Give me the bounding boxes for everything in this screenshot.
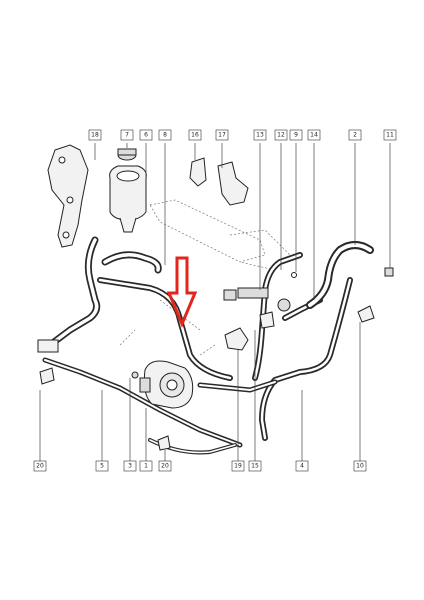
callout-3: 3: [128, 463, 132, 470]
callout-10: 10: [356, 463, 364, 470]
clip-16: [189, 157, 207, 187]
reservoir-cap-7: [117, 148, 137, 161]
red-down-arrow-icon: [166, 256, 198, 328]
callout-9: 9: [294, 132, 298, 139]
callout-20: 20: [36, 463, 44, 470]
callout-6: 6: [144, 132, 148, 139]
callout-16: 16: [191, 132, 199, 139]
callout-8: 8: [163, 132, 167, 139]
callout-2: 2: [353, 132, 357, 139]
callouts-top: 18 7 6 8 16 17 13 12 9 14 2 11: [88, 129, 397, 141]
callout-20-second: 20: [161, 463, 169, 470]
callout-14: 14: [310, 132, 318, 139]
leader-lines: [39, 143, 391, 461]
pump-1: [139, 360, 194, 409]
callout-19: 19: [234, 463, 242, 470]
callout-18: 18: [91, 132, 99, 139]
bracket-18: [47, 144, 89, 248]
callout-5: 5: [100, 463, 104, 470]
callout-13: 13: [256, 132, 264, 139]
hose-network: [42, 236, 374, 455]
callout-12: 12: [277, 132, 285, 139]
reservoir-6: [109, 165, 147, 233]
callout-17: 17: [218, 132, 226, 139]
callouts-bottom: 20 5 3 1 20 19 15 4 10: [33, 460, 367, 472]
callout-4: 4: [300, 463, 304, 470]
callout-1: 1: [144, 463, 148, 470]
callout-11: 11: [386, 132, 394, 139]
small-fittings: [37, 267, 394, 451]
callout-15: 15: [251, 463, 259, 470]
callout-7: 7: [125, 132, 129, 139]
bracket-17: [217, 161, 249, 206]
